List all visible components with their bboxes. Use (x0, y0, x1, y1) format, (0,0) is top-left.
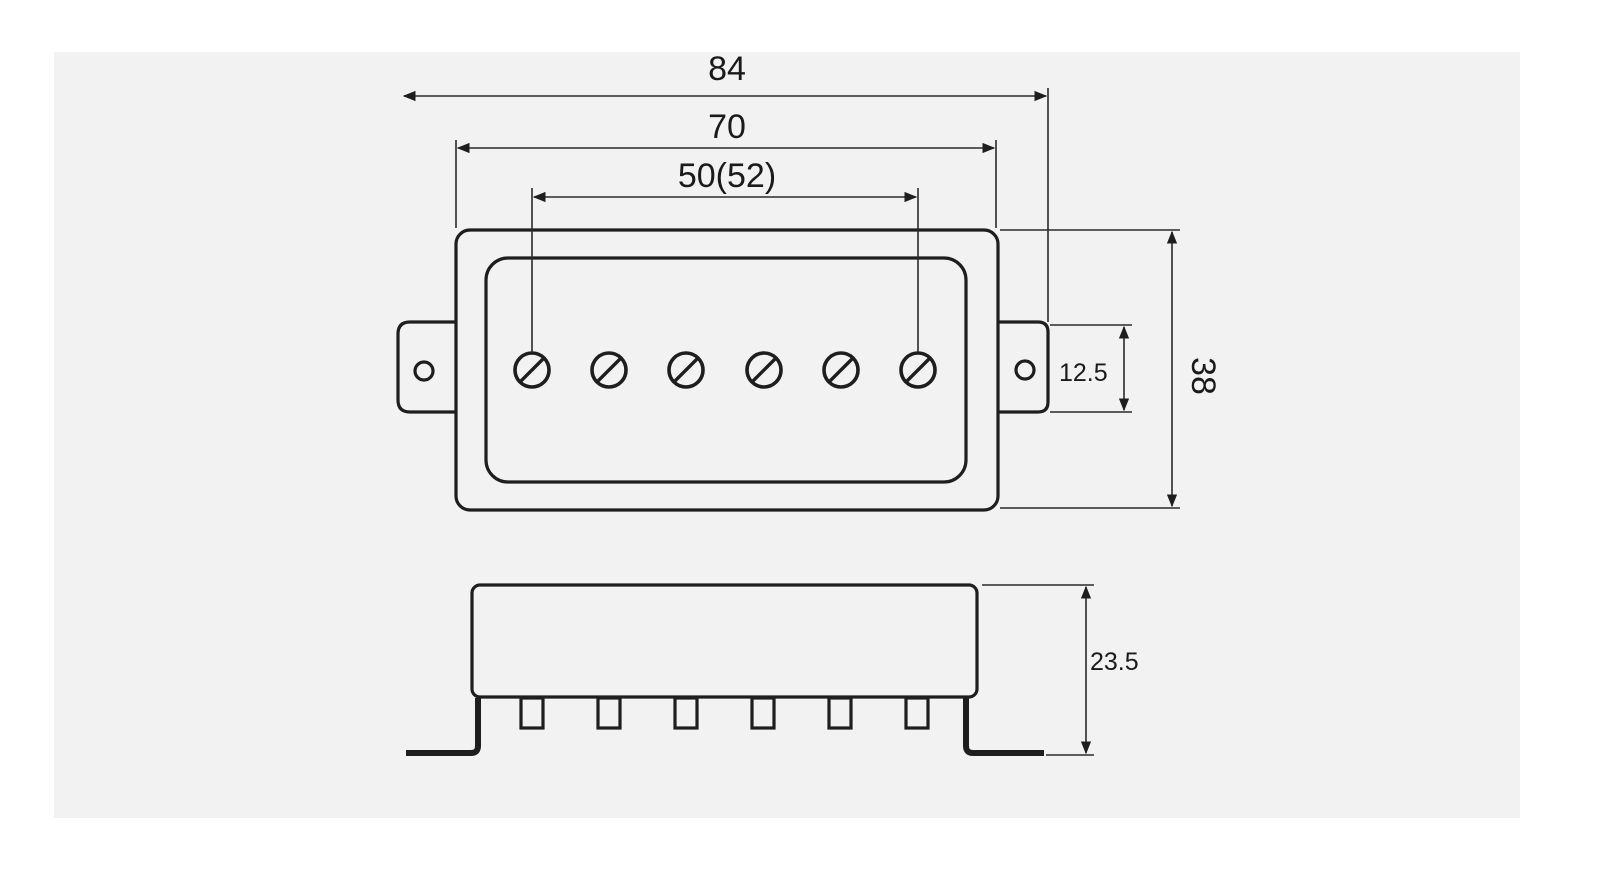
dimension-body-height: 23.5 (982, 584, 1139, 756)
pole-leg (519, 696, 545, 730)
mounting-bracket-left (406, 698, 481, 756)
cover-width-label: 70 (708, 108, 746, 146)
pole-screw (822, 351, 860, 389)
cover-height-label: 38 (1184, 357, 1222, 395)
dimension-cover-width: 70 (455, 108, 997, 228)
drawing-background-panel (54, 52, 1520, 818)
pole-screw (899, 351, 937, 389)
body-height-label: 23.5 (1090, 648, 1139, 676)
tab-height-label: 12.5 (1059, 359, 1108, 387)
pole-screw (513, 351, 551, 389)
dimension-pole-spacing: 50(52) (531, 157, 919, 352)
dimension-overall-width: 84 (402, 50, 1049, 322)
cover-inner-face (484, 256, 968, 484)
mounting-tab-left (396, 320, 456, 414)
top-view (396, 228, 1050, 512)
pole-leg (904, 696, 930, 730)
dimension-tab-height: 12.5 (1050, 324, 1132, 413)
pole-screw (667, 351, 705, 389)
pole-screw (745, 351, 783, 389)
mounting-tab-right (998, 320, 1050, 414)
pole-screw (590, 351, 628, 389)
mounting-hole-left (413, 360, 435, 382)
overall-width-label: 84 (708, 50, 746, 88)
pole-leg (827, 696, 853, 730)
pole-leg (750, 696, 776, 730)
pole-leg (596, 696, 622, 730)
mounting-hole-right (1014, 359, 1036, 381)
cover-outline (454, 228, 1000, 512)
pole-leg (673, 696, 699, 730)
mounting-bracket-right (963, 698, 1044, 756)
side-view (406, 583, 1044, 756)
pole-spacing-label: 50(52) (678, 157, 776, 195)
pickup-body-side (470, 583, 979, 699)
dimension-cover-height: 38 (1000, 229, 1222, 509)
